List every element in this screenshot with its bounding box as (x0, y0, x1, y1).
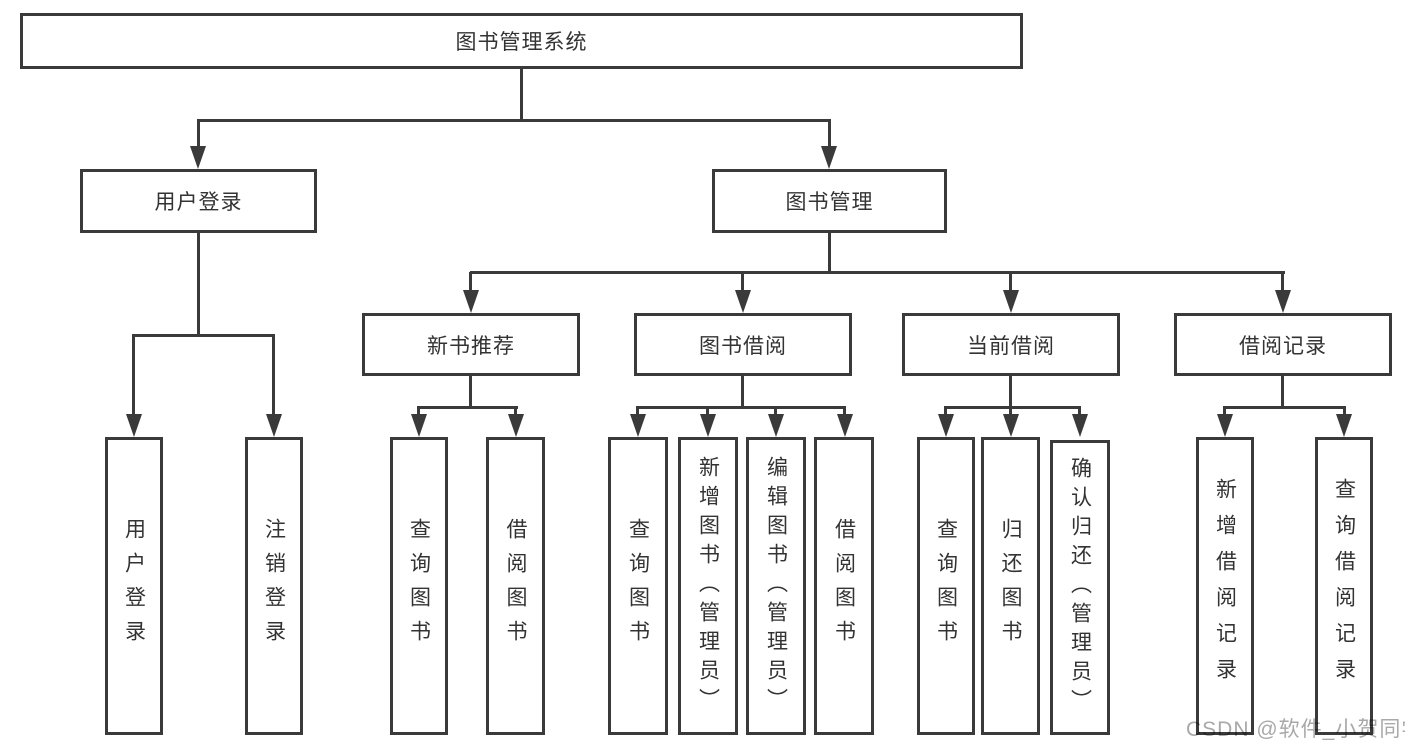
leaf-edit-books-admin: 编辑图书（管理员） (746, 437, 806, 735)
connector-line (636, 406, 846, 409)
arrow-down-icon (266, 414, 282, 437)
connector-line (944, 407, 947, 420)
leaf-label: 查询图书 (934, 518, 958, 654)
connector-line (470, 271, 1285, 274)
connector-line (706, 407, 709, 420)
connector-line (828, 120, 831, 152)
leaf-user-login: 用户登录 (105, 437, 163, 735)
connector-line (741, 272, 744, 297)
connector-line (520, 69, 523, 121)
arrow-down-icon (411, 414, 427, 437)
connector-line (636, 407, 639, 420)
node-user-login: 用户登录 (80, 169, 317, 233)
leaf-label: 新增图书（管理员） (696, 455, 720, 717)
arrow-down-icon (1336, 414, 1352, 437)
connector-line (1223, 406, 1346, 409)
leaf-borrow-books: 借阅图书 (814, 437, 874, 735)
arrow-down-icon (837, 414, 853, 437)
connector-line (1343, 407, 1346, 420)
arrow-down-icon (1072, 414, 1088, 437)
arrow-down-icon (735, 290, 751, 313)
connector-line (469, 375, 472, 408)
arrow-down-icon (700, 414, 716, 437)
leaf-query-books-current: 查询图书 (917, 437, 975, 735)
leaf-label: 用户登录 (122, 518, 146, 654)
connector-line (1281, 272, 1284, 297)
connector-line (828, 232, 831, 273)
leaf-label: 确认归还（管理员） (1068, 457, 1092, 718)
arrow-down-icon (1217, 414, 1233, 437)
leaf-borrow-books-recommend: 借阅图书 (486, 437, 545, 735)
connector-line (1009, 375, 1012, 408)
node-library-system: 图书管理系统 (20, 13, 1023, 69)
connector-line (1078, 407, 1081, 420)
leaf-label: 新增借阅记录 (1213, 478, 1237, 694)
connector-line (469, 272, 472, 297)
arrow-down-icon (938, 414, 954, 437)
arrow-down-icon (821, 146, 837, 169)
connector-line (774, 407, 777, 420)
leaf-label: 借阅图书 (832, 518, 856, 654)
leaf-label: 查询图书 (626, 518, 650, 654)
arrow-down-icon (630, 414, 646, 437)
arrow-down-icon (1275, 290, 1291, 313)
connector-line (197, 232, 200, 336)
leaf-add-borrow-record: 新增借阅记录 (1196, 437, 1254, 735)
connector-line (132, 334, 275, 337)
arrow-down-icon (1003, 414, 1019, 437)
watermark: CSDN @软件_小贺同学 (1186, 718, 1405, 741)
connector-line (197, 120, 200, 152)
leaf-confirm-return-admin: 确认归还（管理员） (1050, 440, 1110, 735)
leaf-label: 编辑图书（管理员） (764, 455, 788, 717)
leaf-label: 注销登录 (262, 518, 286, 654)
connector-line (272, 335, 275, 420)
leaf-label: 查询借阅记录 (1332, 478, 1356, 694)
leaf-return-books: 归还图书 (981, 437, 1040, 735)
node-borrow-records: 借阅记录 (1174, 313, 1392, 376)
leaf-add-books-admin: 新增图书（管理员） (678, 437, 738, 735)
connector-line (741, 375, 744, 408)
connector-line (843, 407, 846, 420)
arrow-down-icon (768, 414, 784, 437)
arrow-down-icon (508, 414, 524, 437)
arrow-down-icon (463, 290, 479, 313)
node-book-management: 图书管理 (712, 169, 947, 233)
node-new-book-recommendation: 新书推荐 (362, 313, 580, 376)
node-current-borrowing: 当前借阅 (902, 313, 1120, 376)
connector-line (944, 406, 1081, 409)
arrow-down-icon (1003, 290, 1019, 313)
connector-line (1009, 272, 1012, 297)
arrow-down-icon (126, 414, 142, 437)
leaf-query-borrow-record: 查询借阅记录 (1315, 437, 1373, 735)
arrow-down-icon (190, 146, 206, 169)
leaf-label: 归还图书 (999, 518, 1022, 654)
leaf-label: 查询图书 (407, 518, 431, 654)
connector-line (132, 335, 135, 420)
connector-line (197, 119, 831, 122)
connector-line (1281, 375, 1284, 408)
leaf-query-books-recommend: 查询图书 (390, 437, 448, 735)
connector-line (1009, 407, 1012, 420)
connector-line (1223, 407, 1226, 420)
leaf-label: 借阅图书 (504, 518, 527, 654)
leaf-logout: 注销登录 (245, 437, 303, 735)
leaf-query-books-borrow: 查询图书 (608, 437, 668, 735)
connector-line (417, 407, 420, 420)
connector-line (514, 407, 517, 420)
connector-line (417, 406, 518, 409)
node-book-borrowing: 图书借阅 (634, 313, 852, 376)
